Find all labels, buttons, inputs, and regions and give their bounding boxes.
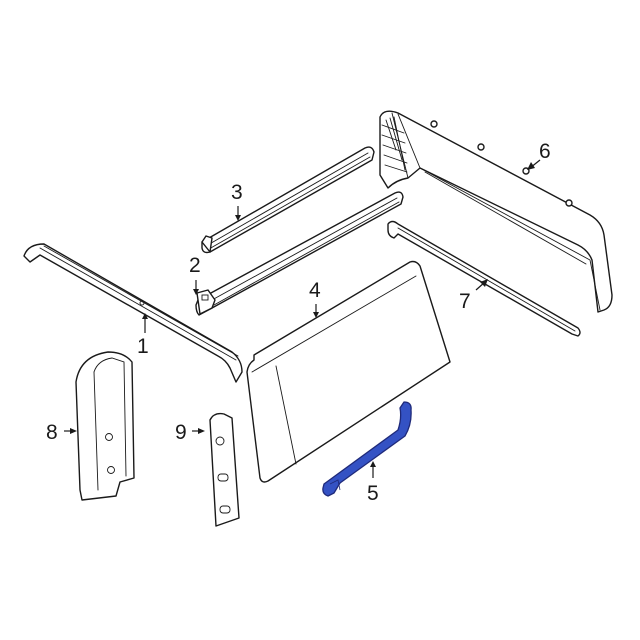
part-8-pillar-trim[interactable] [75, 351, 135, 501]
part-1-side-rail[interactable] [23, 243, 243, 383]
callout-1[interactable]: 1 [137, 335, 149, 358]
part-6-header-panel[interactable] [379, 110, 613, 313]
part-2-lower-rail[interactable] [195, 191, 404, 316]
callout-8[interactable]: 8 [46, 421, 58, 444]
part-4-glass-panel[interactable] [246, 260, 451, 483]
callout-7[interactable]: 7 [459, 290, 471, 313]
callout-9[interactable]: 9 [175, 421, 187, 444]
part-5-lower-channel-highlighted[interactable] [322, 401, 412, 497]
callout-4[interactable]: 4 [309, 279, 321, 302]
callout-6[interactable]: 6 [539, 140, 551, 163]
part-7-belt-rail[interactable] [387, 220, 581, 337]
part-3-upper-rail[interactable] [201, 146, 375, 254]
callout-3[interactable]: 3 [231, 181, 243, 204]
leader-lines [64, 159, 541, 478]
callout-2[interactable]: 2 [189, 254, 201, 277]
callout-5[interactable]: 5 [367, 482, 379, 505]
part-9-small-trim[interactable] [209, 412, 240, 527]
